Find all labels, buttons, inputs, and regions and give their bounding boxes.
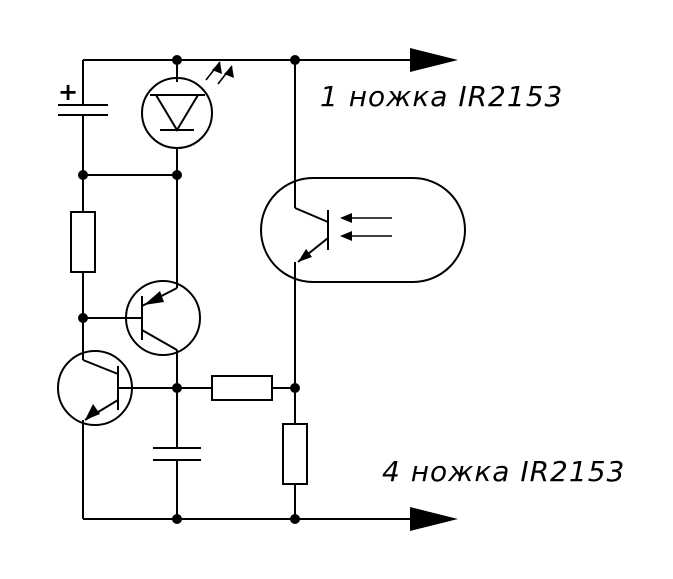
capacitor-plus-sign: + [58,78,78,106]
bottom-capacitor [153,388,201,519]
right-resistor [282,388,308,519]
horizontal-resistor [177,375,295,401]
polarized-capacitor: + [58,60,108,175]
pin-1-label: 1 ножка IR2153 [320,80,564,113]
pnp-transistor [125,175,201,388]
pin-4-label: 4 ножка IR2153 [382,455,626,488]
led [141,60,234,175]
optocoupler [260,60,466,388]
junction-dots [78,55,300,524]
npn-transistor [57,318,177,519]
top-rail-wire [83,48,458,72]
bottom-rail-wire [83,507,458,531]
left-resistor [70,175,96,318]
